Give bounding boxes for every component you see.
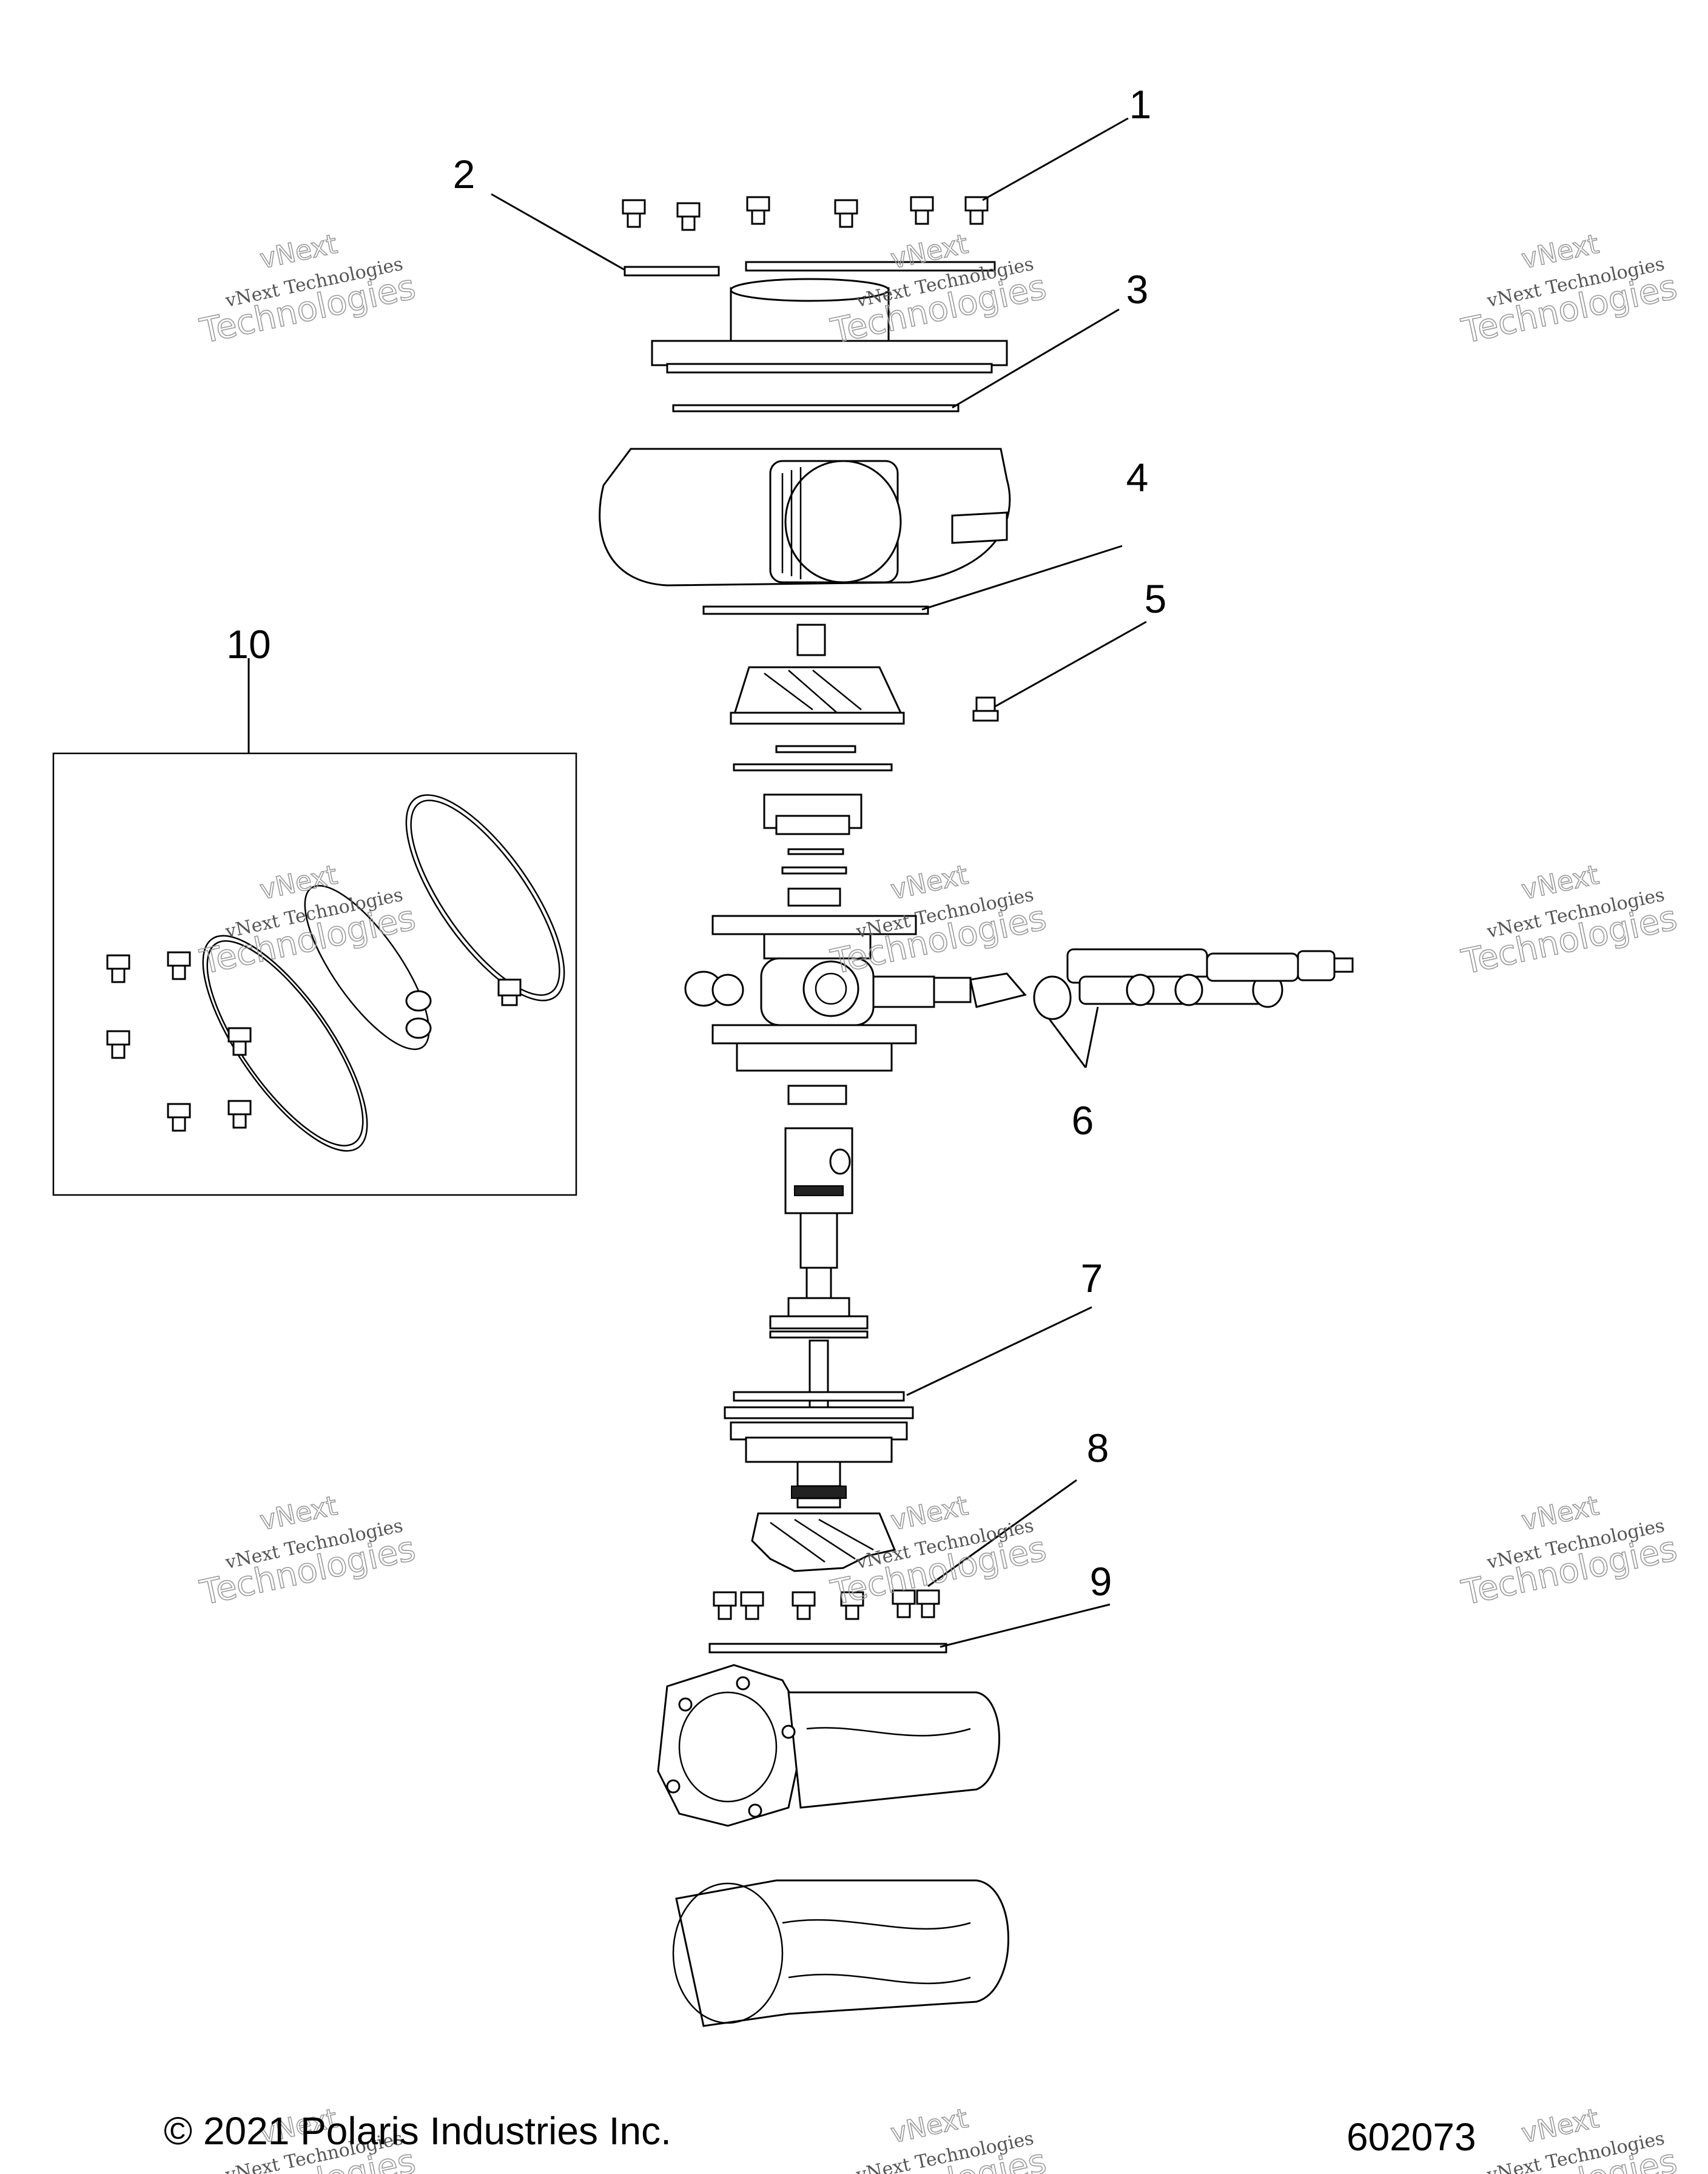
watermark: vNext vNext Technologies Technologies bbox=[827, 859, 1050, 983]
gasket-9 bbox=[708, 1643, 947, 1654]
center-housing bbox=[711, 915, 935, 1072]
shaft-assembly bbox=[724, 1085, 914, 1419]
part-drawings bbox=[52, 196, 1354, 2027]
svg-text:vNext: vNext bbox=[888, 1490, 970, 1537]
svg-text:vNext: vNext bbox=[1519, 229, 1601, 275]
lower-bolts bbox=[713, 1589, 940, 1620]
callout-7: 7 bbox=[1081, 1256, 1103, 1301]
callout-5: 5 bbox=[1145, 576, 1167, 621]
leader-lines bbox=[247, 117, 1147, 1648]
kit-box bbox=[52, 752, 577, 1196]
watermark: vNext vNext Technologies Technologies bbox=[196, 228, 419, 352]
watermark: vNext vNext Technologies Technologies bbox=[827, 2102, 1050, 2174]
svg-text:vNext: vNext bbox=[257, 860, 340, 906]
top-plates bbox=[624, 261, 996, 277]
compressor-housing bbox=[599, 448, 1011, 587]
gasket-3 bbox=[672, 404, 960, 412]
compressor-cover bbox=[651, 278, 1008, 374]
turbine-wheel bbox=[751, 1512, 896, 1572]
top-bolts bbox=[622, 196, 989, 231]
exhaust-outlet bbox=[657, 1664, 1000, 1827]
compressor-wheel bbox=[730, 624, 905, 725]
oil-line-assembly bbox=[933, 948, 1354, 1020]
svg-text:vNext: vNext bbox=[888, 860, 970, 906]
callout-1: 1 bbox=[1129, 82, 1152, 127]
gasket-4 bbox=[702, 605, 929, 615]
left-fittings bbox=[684, 971, 744, 1007]
watermark: vNext vNext Technologies Technologies bbox=[196, 1490, 419, 1614]
callout-3: 3 bbox=[1126, 267, 1149, 312]
callout-4: 4 bbox=[1126, 455, 1149, 500]
exhaust-elbow bbox=[672, 1879, 1009, 2027]
watermark: vNext vNext Technologies Technologies bbox=[1458, 859, 1681, 983]
callout-numbers: 1 2 3 4 5 6 7 8 9 10 bbox=[226, 82, 1166, 1604]
figure-number: 602073 bbox=[1347, 2115, 1476, 2159]
watermark: vNext vNext Technologies Technologies bbox=[196, 859, 419, 983]
svg-text:vNext: vNext bbox=[1519, 1490, 1601, 1537]
callout-6: 6 bbox=[1072, 1098, 1094, 1143]
callout-8: 8 bbox=[1087, 1425, 1109, 1470]
turbine-backplate bbox=[730, 1421, 908, 1509]
callout-9: 9 bbox=[1090, 1559, 1112, 1604]
svg-text:vNext: vNext bbox=[257, 229, 340, 275]
footer: © 2021 Polaris Industries Inc. 602073 bbox=[164, 2109, 1476, 2159]
washer-stack-upper bbox=[733, 745, 893, 907]
watermark: vNext vNext Technologies Technologies bbox=[1458, 1490, 1681, 1614]
svg-text:vNext: vNext bbox=[1519, 860, 1601, 906]
copyright-text: © 2021 Polaris Industries Inc. bbox=[164, 2109, 671, 2153]
callout-2: 2 bbox=[453, 152, 476, 197]
watermark: vNext vNext Technologies Technologies bbox=[1458, 228, 1681, 352]
svg-text:vNext: vNext bbox=[257, 1490, 340, 1537]
watermark: vNext vNext Technologies Technologies bbox=[1458, 2102, 1681, 2174]
small-bolt-5 bbox=[972, 696, 999, 722]
svg-text:vNext: vNext bbox=[1519, 2103, 1601, 2150]
callout-10: 10 bbox=[226, 622, 271, 667]
svg-text:vNext: vNext bbox=[888, 2103, 970, 2150]
